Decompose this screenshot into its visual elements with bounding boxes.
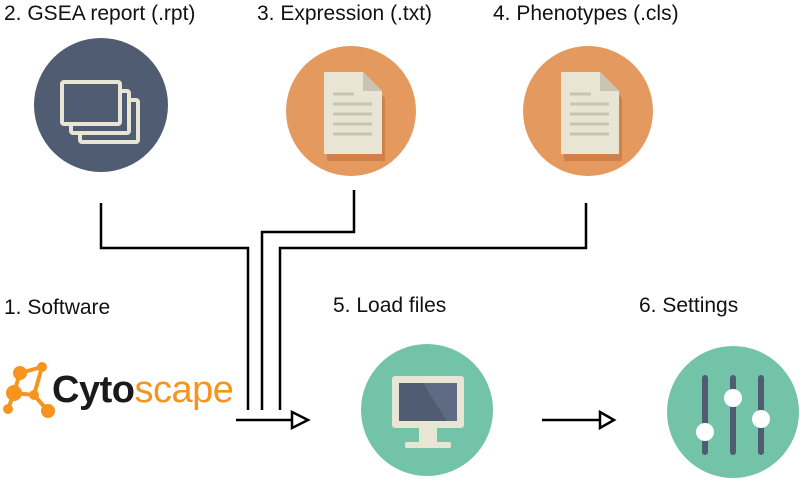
monitor-icon (361, 344, 493, 476)
cytoscape-wordmark-suffix: scape (134, 369, 234, 411)
connector-phenotypes (278, 203, 588, 410)
label-phenotypes: 4. Phenotypes (.cls) (493, 2, 679, 25)
connector-gsea-report (99, 203, 250, 410)
label-expression: 3. Expression (.txt) (257, 2, 433, 25)
document-icon (286, 46, 416, 176)
document-icon (523, 46, 653, 176)
arrowhead-load-files (290, 409, 311, 431)
label-software: 1. Software (4, 296, 111, 319)
cytoscape-wordmark: Cytoscape (52, 369, 234, 412)
cytoscape-network-icon (3, 362, 55, 418)
label-load-files: 5. Load files (333, 294, 447, 317)
label-settings: 6. Settings (639, 294, 739, 317)
connector-expression (260, 190, 356, 410)
label-gsea-report: 2. GSEA report (.rpt) (4, 2, 196, 25)
windows-stack-icon (34, 38, 168, 172)
cytoscape-wordmark-prefix: Cyto (52, 369, 135, 411)
arrowhead-settings (598, 409, 617, 431)
sliders-icon (667, 346, 799, 478)
cytoscape-logo: Cytoscape (0, 355, 234, 425)
